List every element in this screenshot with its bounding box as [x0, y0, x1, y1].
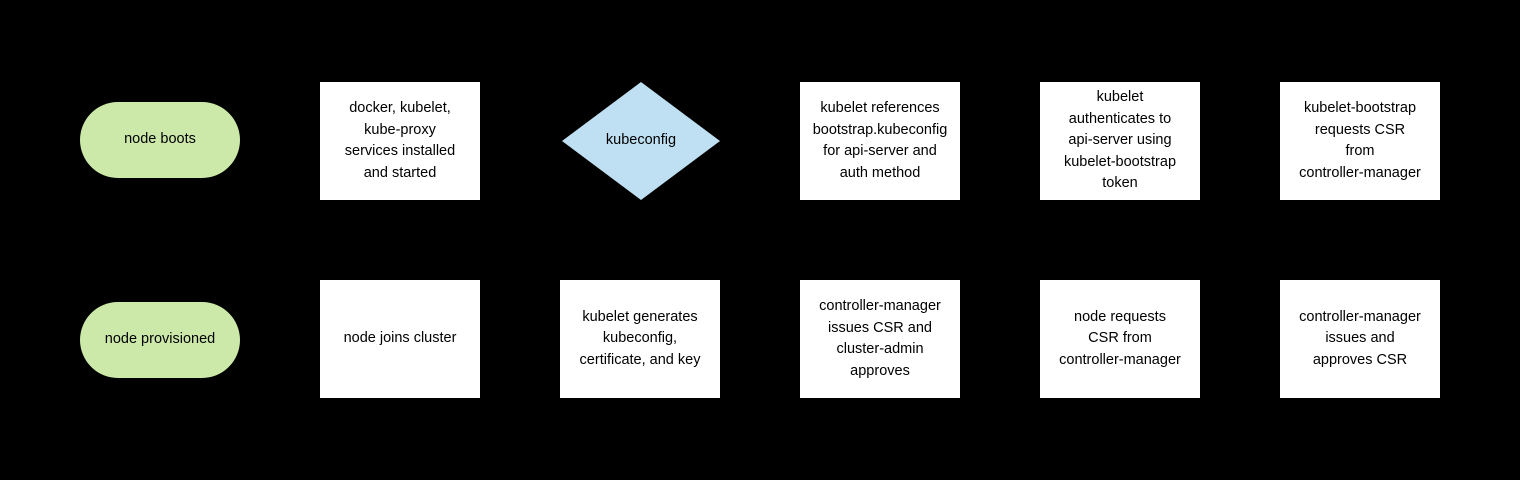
flow-node-controller-manager-issues-csr[interactable]: controller-manager issues CSR and cluste…	[800, 280, 960, 398]
flow-node-label: kubelet-bootstrap requests CSR from cont…	[1299, 100, 1421, 181]
flow-node-kubelet-references-bootstrap[interactable]: kubelet references bootstrap.kubeconfig …	[800, 82, 960, 200]
flow-node-label: docker, kubelet, kube-proxy services ins…	[344, 100, 456, 181]
flow-node-label: node requests CSR from controller-manage…	[1059, 308, 1181, 368]
flow-node-label: node joins cluster	[343, 330, 457, 347]
flow-node-label: kubelet generates kubeconfig, certificat…	[579, 308, 701, 368]
flow-node-label: kubeconfig	[605, 132, 677, 149]
flow-node-controller-manager-approves-csr[interactable]: controller-manager issues and approves C…	[1280, 280, 1440, 398]
flow-node-label: controller-manager issues CSR and cluste…	[819, 298, 941, 379]
flow-node-label: node boots	[124, 131, 196, 148]
flow-node-kubelet-bootstrap-requests-csr[interactable]: kubelet-bootstrap requests CSR from cont…	[1280, 82, 1440, 200]
flow-node-services-installed[interactable]: docker, kubelet, kube-proxy services ins…	[320, 82, 480, 200]
flow-node-node-provisioned[interactable]: node provisioned	[80, 302, 240, 378]
flow-node-node-requests-csr[interactable]: node requests CSR from controller-manage…	[1040, 280, 1200, 398]
flow-node-kubelet-authenticates[interactable]: kubelet authenticates to api-server usin…	[1040, 82, 1200, 200]
flow-node-node-joins-cluster[interactable]: node joins cluster	[320, 280, 480, 398]
flow-node-kubelet-generates-kubeconfig[interactable]: kubelet generates kubeconfig, certificat…	[560, 280, 720, 398]
flow-node-label: node provisioned	[104, 331, 216, 348]
flow-node-label: kubelet authenticates to api-server usin…	[1063, 89, 1177, 192]
flow-node-kubeconfig-decision[interactable]: kubeconfig	[562, 82, 720, 200]
flow-node-label: kubelet references bootstrap.kubeconfig …	[812, 100, 948, 181]
flow-node-node-boots[interactable]: node boots	[80, 102, 240, 178]
flow-node-label: controller-manager issues and approves C…	[1299, 308, 1421, 368]
